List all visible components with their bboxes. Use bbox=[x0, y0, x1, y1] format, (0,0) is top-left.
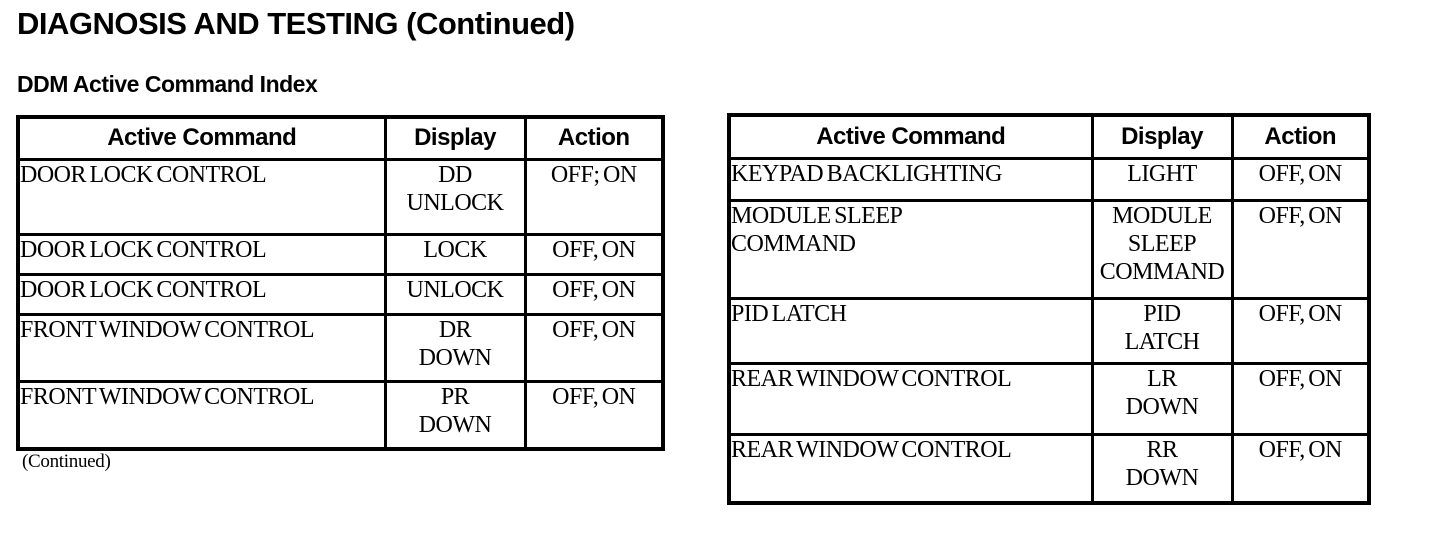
action-cell: OFF, ON bbox=[1230, 198, 1371, 300]
column-header-active-command: Active Command bbox=[16, 115, 387, 161]
command-cell: KEYPAD BACKLIGHTING bbox=[727, 156, 1094, 202]
display-cell: LR DOWN bbox=[1090, 361, 1234, 436]
display-cell: MODULE SLEEP COMMAND bbox=[1090, 198, 1234, 300]
display-cell: UNLOCK bbox=[383, 272, 527, 316]
command-cell: REAR WINDOW CONTROL bbox=[727, 361, 1094, 436]
command-cell: PID LATCH bbox=[727, 296, 1094, 365]
section-subtitle: DDM Active Command Index bbox=[17, 71, 318, 97]
active-command-table-left: Active Command Display Action DOOR LOCK … bbox=[16, 115, 665, 451]
action-cell: OFF, ON bbox=[1230, 361, 1371, 436]
table-row: REAR WINDOW CONTROL RR DOWN OFF, ON bbox=[727, 432, 1371, 505]
column-header-display: Display bbox=[383, 115, 527, 161]
table-row: DOOR LOCK CONTROL DD UNLOCK OFF; ON bbox=[16, 157, 665, 236]
table-header-row: Active Command Display Action bbox=[16, 115, 665, 161]
display-cell: RR DOWN bbox=[1090, 432, 1234, 505]
table-row: DOOR LOCK CONTROL UNLOCK OFF, ON bbox=[16, 272, 665, 316]
table-row: KEYPAD BACKLIGHTING LIGHT OFF, ON bbox=[727, 156, 1371, 202]
table-row: PID LATCH PID LATCH OFF, ON bbox=[727, 296, 1371, 365]
continued-note: (Continued) bbox=[22, 451, 111, 472]
command-cell: MODULE SLEEP COMMAND bbox=[727, 198, 1094, 300]
action-cell: OFF, ON bbox=[1230, 296, 1371, 365]
display-cell: PID LATCH bbox=[1090, 296, 1234, 365]
action-cell: OFF, ON bbox=[523, 379, 665, 451]
action-cell: OFF, ON bbox=[523, 272, 665, 316]
action-cell: OFF, ON bbox=[1230, 432, 1371, 505]
action-cell: OFF, ON bbox=[523, 312, 665, 383]
active-command-table-right: Active Command Display Action KEYPAD BAC… bbox=[727, 113, 1371, 505]
action-cell: OFF, ON bbox=[1230, 156, 1371, 202]
command-cell: DOOR LOCK CONTROL bbox=[16, 272, 387, 316]
display-cell: DD UNLOCK bbox=[383, 157, 527, 236]
action-cell: OFF; ON bbox=[523, 157, 665, 236]
display-cell: LOCK bbox=[383, 232, 527, 276]
display-cell: DR DOWN bbox=[383, 312, 527, 383]
table-row: MODULE SLEEP COMMAND MODULE SLEEP COMMAN… bbox=[727, 198, 1371, 300]
table-row: DOOR LOCK CONTROL LOCK OFF, ON bbox=[16, 232, 665, 276]
action-cell: OFF, ON bbox=[523, 232, 665, 276]
command-cell: FRONT WINDOW CONTROL bbox=[16, 379, 387, 451]
display-cell: PR DOWN bbox=[383, 379, 527, 451]
column-header-display: Display bbox=[1090, 113, 1234, 160]
command-cell: REAR WINDOW CONTROL bbox=[727, 432, 1094, 505]
command-cell: DOOR LOCK CONTROL bbox=[16, 232, 387, 276]
display-cell: LIGHT bbox=[1090, 156, 1234, 202]
table-row: FRONT WINDOW CONTROL PR DOWN OFF, ON bbox=[16, 379, 665, 451]
table-row: FRONT WINDOW CONTROL DR DOWN OFF, ON bbox=[16, 312, 665, 383]
command-cell: FRONT WINDOW CONTROL bbox=[16, 312, 387, 383]
column-header-active-command: Active Command bbox=[727, 113, 1094, 160]
column-header-action: Action bbox=[523, 115, 665, 161]
command-cell: DOOR LOCK CONTROL bbox=[16, 157, 387, 236]
table-header-row: Active Command Display Action bbox=[727, 113, 1371, 160]
page-title: DIAGNOSIS AND TESTING (Continued) bbox=[17, 6, 575, 41]
column-header-action: Action bbox=[1230, 113, 1371, 160]
table-row: REAR WINDOW CONTROL LR DOWN OFF, ON bbox=[727, 361, 1371, 436]
